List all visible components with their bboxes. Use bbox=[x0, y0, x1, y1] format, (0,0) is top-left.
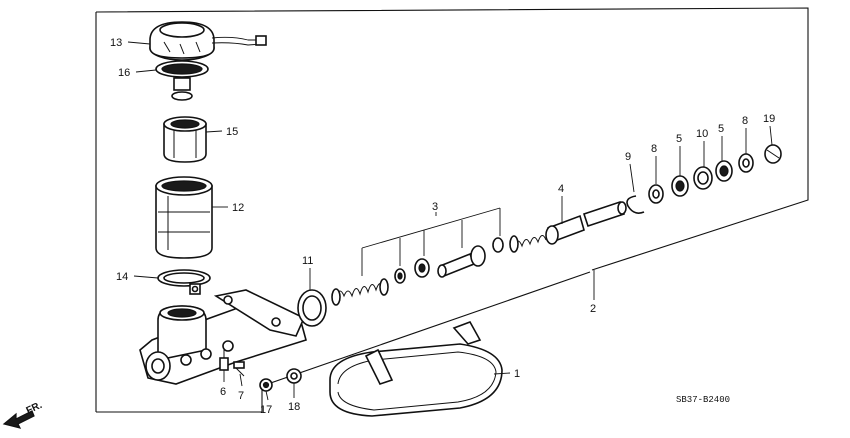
callouts: 13 16 15 12 14 11 3 4 2 1 9 8 5 10 5 8 1… bbox=[110, 37, 775, 416]
callout-8b: 8 bbox=[742, 115, 748, 127]
callout-16: 16 bbox=[118, 67, 130, 79]
callout-11: 11 bbox=[302, 255, 313, 267]
callout-6: 6 bbox=[220, 386, 226, 398]
clamp-ring-14 bbox=[157, 269, 211, 295]
callout-17: 17 bbox=[260, 404, 272, 416]
seal-ring-11 bbox=[297, 289, 327, 327]
bushing-10 bbox=[693, 166, 713, 190]
screw-7 bbox=[233, 361, 245, 377]
callout-8a: 8 bbox=[651, 143, 657, 155]
cup-seal-3a bbox=[394, 268, 406, 284]
reservoir-12 bbox=[155, 176, 213, 259]
reservoir-cap-13 bbox=[149, 21, 267, 61]
callout-14: 14 bbox=[116, 271, 128, 283]
group-bracket-3 bbox=[361, 207, 501, 276]
callout-19: 19 bbox=[763, 113, 775, 125]
callout-18: 18 bbox=[288, 401, 300, 413]
cup-seal-3b bbox=[414, 258, 430, 278]
callout-3: 3 bbox=[432, 201, 438, 213]
washer-17 bbox=[259, 378, 273, 392]
master-cylinder-body bbox=[139, 289, 307, 385]
front-direction-arrow-icon bbox=[2, 410, 35, 429]
callout-1: 1 bbox=[514, 368, 520, 380]
spring-3 bbox=[331, 278, 389, 306]
callout-5a: 5 bbox=[676, 133, 682, 145]
callout-5b: 5 bbox=[718, 123, 724, 135]
washer-8a bbox=[648, 184, 664, 204]
drawing-code: SB37-B2400 bbox=[676, 395, 730, 405]
cup-seal-5b bbox=[715, 160, 733, 182]
callout-2: 2 bbox=[590, 303, 596, 315]
retainer-clip-19 bbox=[764, 144, 782, 164]
snap-ring-9 bbox=[626, 195, 645, 214]
callout-9: 9 bbox=[625, 151, 631, 163]
primary-piston-3 bbox=[437, 237, 504, 278]
washer-8b bbox=[738, 153, 754, 173]
float-assembly-16 bbox=[155, 60, 209, 101]
callout-10: 10 bbox=[696, 128, 708, 140]
nut-18 bbox=[286, 368, 302, 384]
callout-15: 15 bbox=[226, 126, 238, 138]
callout-12: 12 bbox=[232, 202, 244, 214]
callout-13: 13 bbox=[110, 37, 122, 49]
strainer-15 bbox=[163, 116, 207, 163]
callout-7: 7 bbox=[238, 390, 244, 402]
cup-seal-5a bbox=[671, 175, 689, 197]
secondary-piston-4 bbox=[509, 200, 627, 253]
leader-lines bbox=[127, 41, 773, 401]
assembly-frame bbox=[95, 7, 809, 413]
callout-4: 4 bbox=[558, 183, 564, 195]
front-direction-label: FR. bbox=[25, 400, 44, 417]
boot-holder-1 bbox=[329, 321, 503, 417]
